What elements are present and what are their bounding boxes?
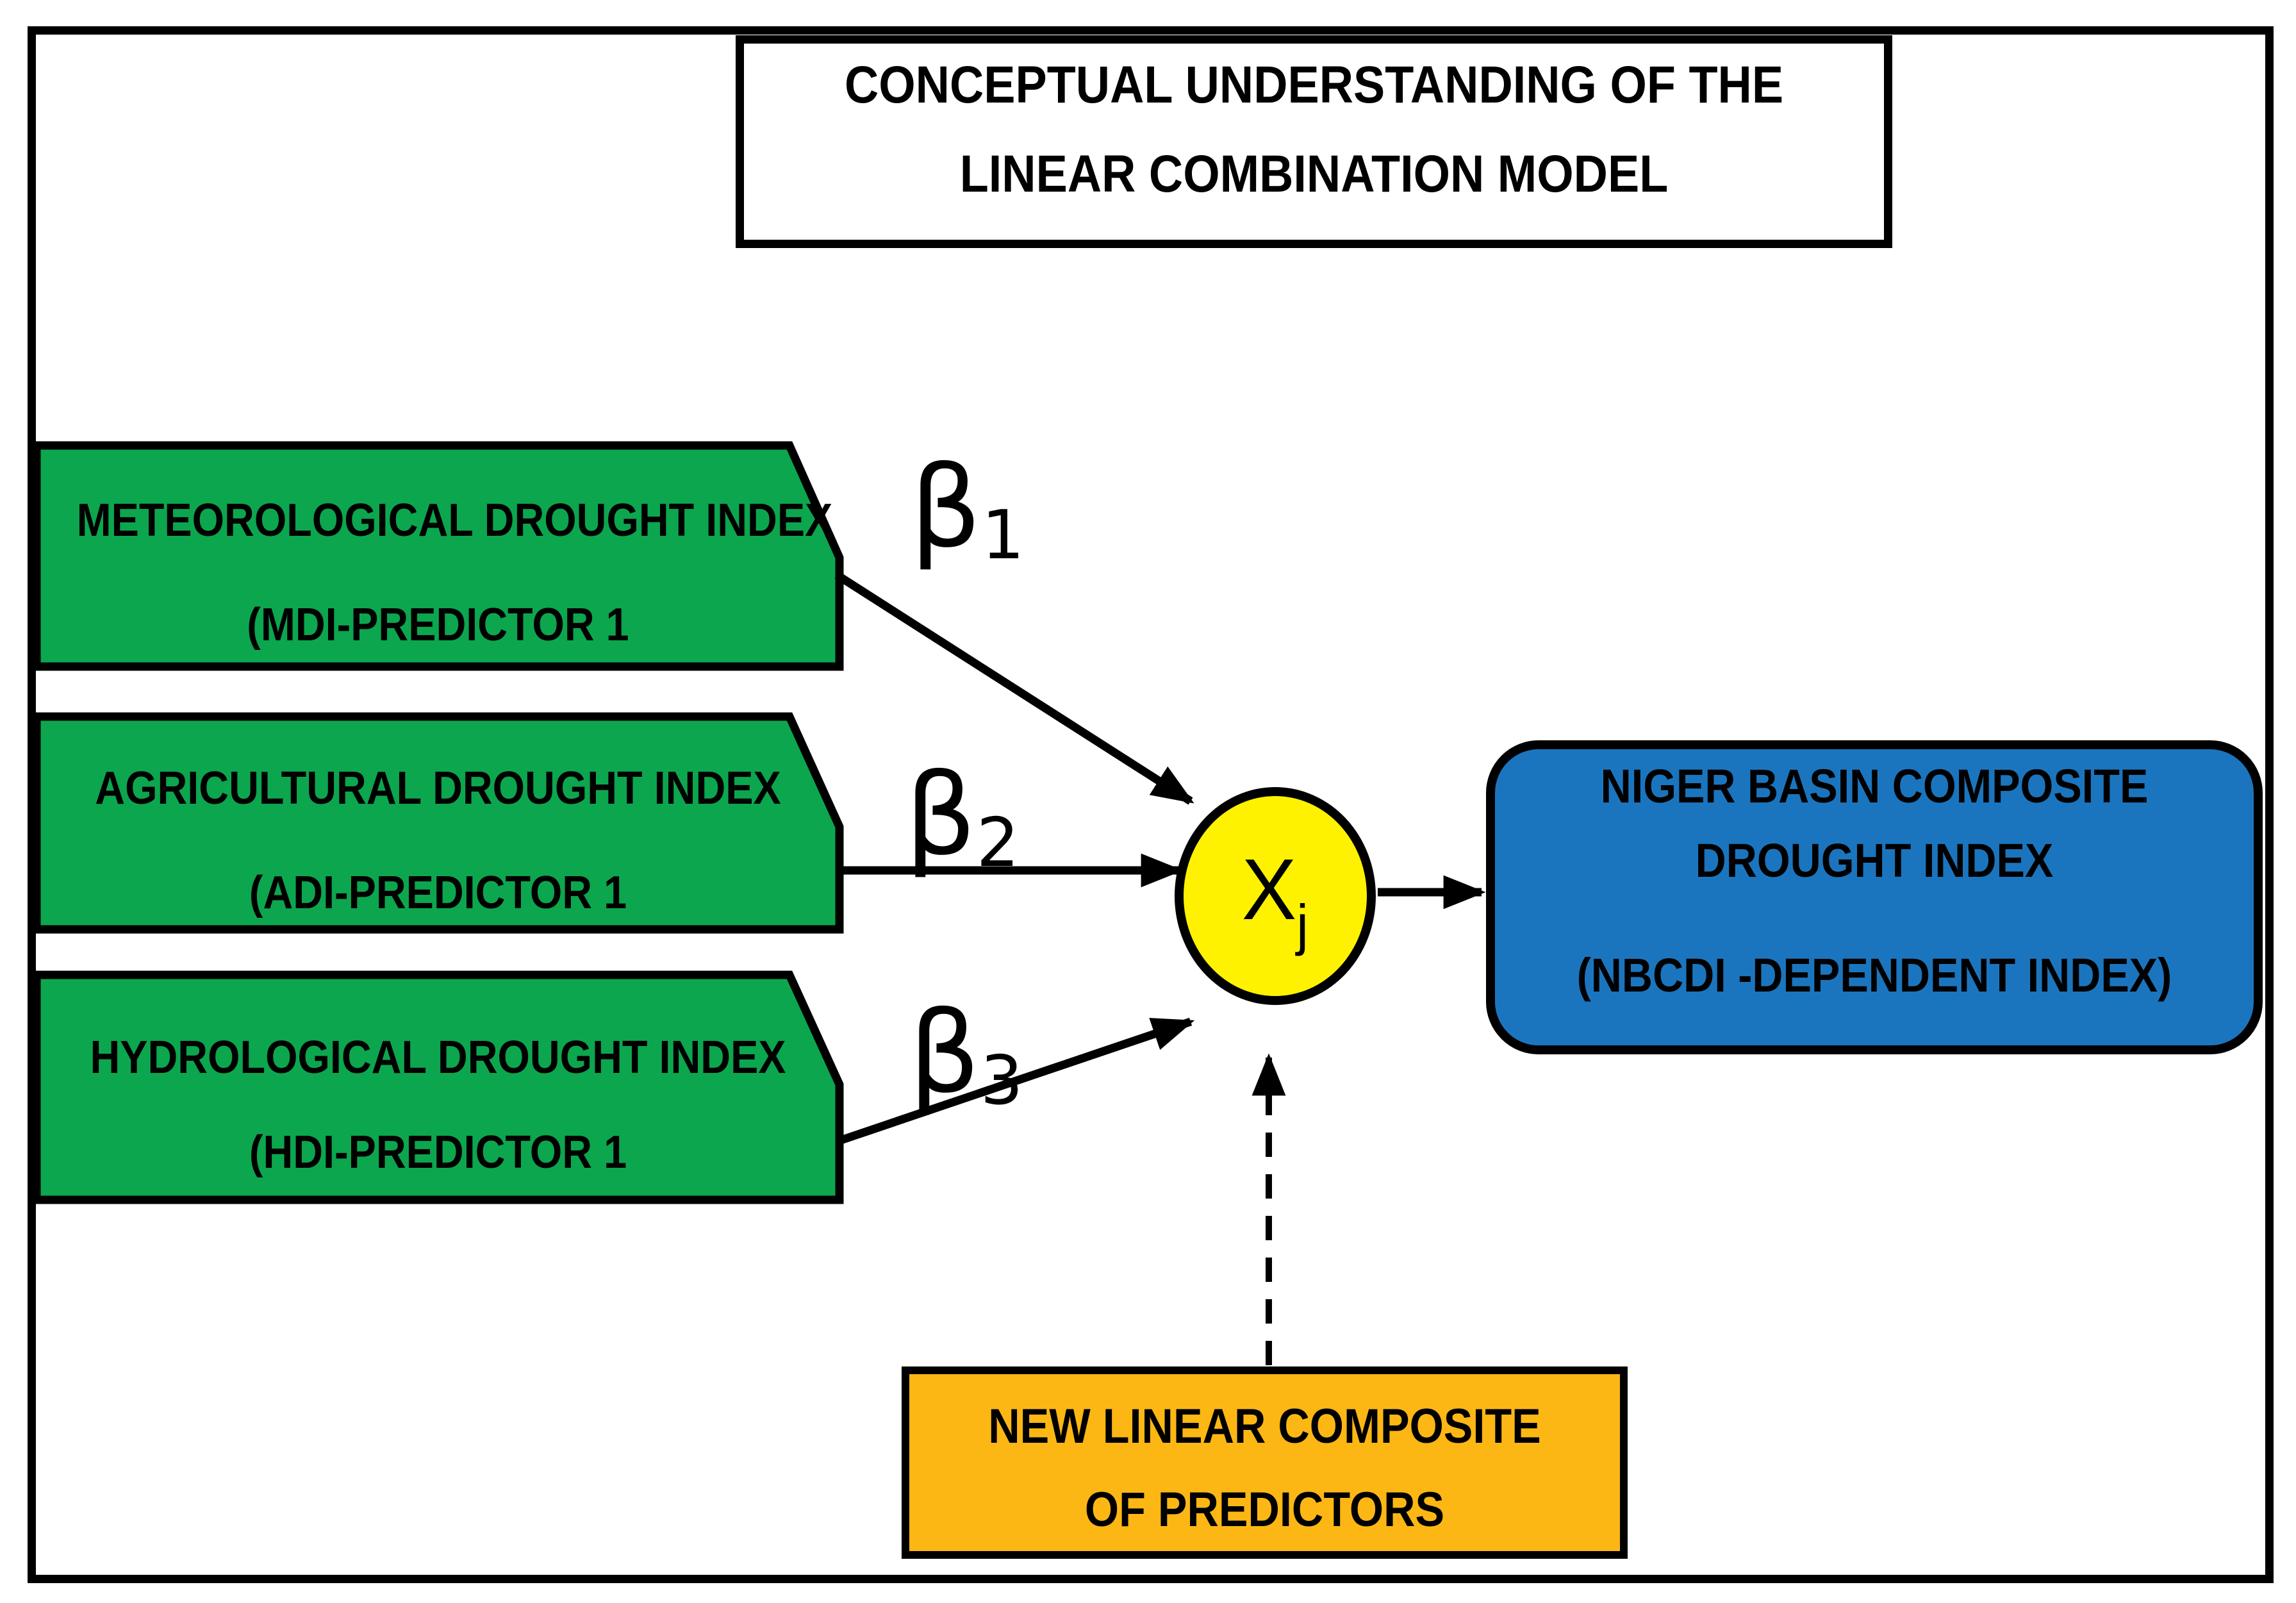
beta1-subscript: 1 xyxy=(981,495,1025,574)
beta1-symbol: β xyxy=(910,443,982,573)
combiner-subscript: j xyxy=(1296,892,1309,956)
beta3-label: β3 xyxy=(909,997,1023,1114)
beta2-label: β2 xyxy=(905,760,1020,876)
composite-line-2: OF PREDICTORS xyxy=(1084,1483,1445,1537)
beta3-subscript: 3 xyxy=(980,1041,1023,1120)
predictor-meteorological-code: (MDI-PREDICTOR 1 xyxy=(247,599,629,651)
predictor-hydrological-name: HYDROLOGICAL DROUGHT INDEX xyxy=(90,1032,786,1083)
title-box xyxy=(736,35,1892,248)
beta3-symbol: β xyxy=(909,988,980,1118)
title-line-2: LINEAR COMBINATION MODEL xyxy=(959,145,1669,203)
predictor-box-shape-agricultural xyxy=(32,712,844,934)
outer-frame xyxy=(28,26,2274,1583)
predictor-meteorological-name: METEOROLOGICAL DROUGHT INDEX xyxy=(76,495,833,546)
composite-box xyxy=(902,1366,1628,1559)
predictor-agricultural-name: AGRICULTURAL DROUGHT INDEX xyxy=(95,763,781,814)
output-line-2: DROUGHT INDEX xyxy=(1695,834,2054,887)
composite-line-1: NEW LINEAR COMPOSITE xyxy=(988,1399,1541,1454)
beta2-subscript: 2 xyxy=(976,803,1020,882)
arrow-beta1 xyxy=(834,571,1194,805)
predictor-hydrological-code: (HDI-PREDICTOR 1 xyxy=(249,1127,627,1178)
combiner-label: Xj xyxy=(1242,846,1309,952)
arrow-beta3 xyxy=(835,1017,1195,1146)
output-box xyxy=(1486,740,2263,1054)
beta1-label: β1 xyxy=(910,452,1025,569)
combiner-circle: Xj xyxy=(1175,787,1376,1005)
output-line-3: (NBCDI -DEPENDENT INDEX) xyxy=(1576,949,2172,1002)
predictor-agricultural-code: (ADI-PREDICTOR 1 xyxy=(249,867,627,918)
beta2-symbol: β xyxy=(905,751,977,881)
predictor-box-shape-meteorological xyxy=(32,441,844,671)
title-line-1: CONCEPTUAL UNDERSTANDING OF THE xyxy=(844,56,1784,114)
combiner-symbol: X xyxy=(1241,841,1297,938)
output-line-1: NIGER BASIN COMPOSITE xyxy=(1600,760,2149,813)
